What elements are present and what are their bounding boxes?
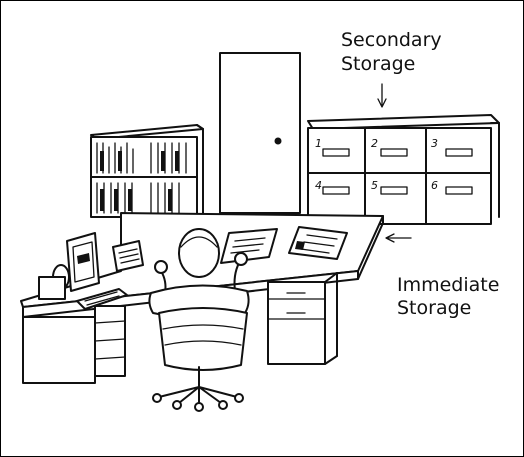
right-hand xyxy=(234,252,248,266)
door xyxy=(219,52,301,214)
keyboard xyxy=(76,288,128,310)
immediate-storage-label-line2: Storage xyxy=(397,297,471,319)
chair-back xyxy=(158,307,248,371)
drawer-number-3: 3 xyxy=(431,137,438,150)
desk-drawer-pedestal-right xyxy=(267,281,326,365)
open-binder xyxy=(288,226,348,260)
secondary-storage-label-line2: Storage xyxy=(341,53,415,75)
immediate-storage-arrow xyxy=(385,233,412,243)
desk-pedestal-left xyxy=(22,316,96,384)
drawer-number-2: 2 xyxy=(371,137,378,150)
secondary-storage-arrow xyxy=(377,83,387,108)
office-chair xyxy=(152,307,248,412)
filing-cabinet: 1 2 3 4 5 6 xyxy=(307,114,500,225)
books-top-shelf xyxy=(96,142,187,174)
books-bottom-shelf xyxy=(96,182,180,214)
bookshelf xyxy=(90,124,204,218)
secondary-storage-label-line1: Secondary xyxy=(341,29,442,51)
drawer-number-6: 6 xyxy=(431,179,438,192)
drawer-number-5: 5 xyxy=(371,179,378,192)
door-knob xyxy=(274,137,282,145)
papers-on-desk xyxy=(220,228,278,264)
immediate-storage-label-line1: Immediate xyxy=(397,274,499,296)
person-head xyxy=(178,228,220,278)
drawer-number-4: 4 xyxy=(315,179,322,192)
computer-monitor xyxy=(38,232,100,300)
drawer-handles xyxy=(322,148,473,195)
left-hand xyxy=(154,260,168,274)
desk-calendar xyxy=(112,240,144,272)
drawer-number-1: 1 xyxy=(315,137,322,150)
